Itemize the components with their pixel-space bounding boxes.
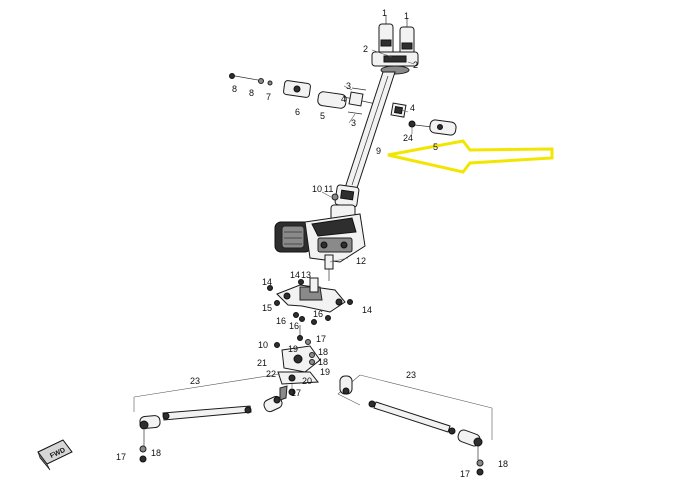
tie-rod-right	[337, 374, 493, 476]
mounting-bracket	[267, 277, 353, 325]
callout-2a: 2	[363, 44, 368, 54]
lower-pivot-assembly	[274, 325, 321, 396]
callout-11: 11	[324, 184, 333, 194]
callout-15: 15	[262, 303, 272, 313]
callout-12: 12	[356, 256, 366, 266]
callout-20: 20	[302, 376, 312, 386]
callout-9: 9	[376, 146, 381, 156]
callout-3b: 3	[351, 118, 356, 128]
callout-17c: 17	[116, 452, 126, 462]
callout-13: 13	[301, 270, 311, 280]
callout-16c: 16	[313, 309, 323, 319]
highlight-arrow	[387, 139, 554, 174]
callout-1b: 1	[404, 11, 409, 21]
callout-16b: 16	[289, 321, 299, 331]
callout-3a: 3	[346, 81, 351, 91]
tie-rod-left	[133, 373, 288, 463]
callout-10b: 10	[258, 340, 268, 350]
callout-5b: 5	[433, 142, 438, 152]
callout-22: 22	[266, 369, 276, 379]
callout-7: 7	[266, 92, 271, 102]
callout-14a: 14	[262, 277, 272, 287]
steering-shaft	[330, 71, 396, 222]
callout-4a: 4	[341, 94, 346, 104]
callout-17b: 17	[291, 388, 301, 398]
callout-18d: 18	[498, 459, 508, 469]
callout-19a: 19	[288, 344, 298, 354]
callout-6: 6	[295, 107, 300, 117]
callout-17a: 17	[316, 334, 326, 344]
callout-23b: 23	[406, 370, 416, 380]
callout-18b: 18	[318, 357, 328, 367]
callout-17d: 17	[460, 469, 470, 479]
callout-2b: 2	[413, 60, 418, 70]
callout-21: 21	[257, 358, 267, 368]
upper-right-parts	[390, 102, 457, 136]
fwd-badge: FWD	[37, 439, 73, 471]
callout-8a: 8	[232, 84, 237, 94]
upper-left-parts	[229, 73, 377, 115]
callout-19b: 19	[320, 367, 330, 377]
upper-shaft-assembly	[371, 15, 419, 75]
callout-18c: 18	[151, 448, 161, 458]
callout-10a: 10	[312, 184, 322, 194]
callout-14c: 14	[362, 305, 372, 315]
callout-8b: 8	[249, 88, 254, 98]
callout-labels: 1 1 2 2 8 8 7 6 5 3 4 3 4 24 5 9 10 11 1…	[116, 8, 508, 479]
eps-unit	[274, 213, 366, 281]
callout-18a: 18	[318, 347, 328, 357]
callout-5a: 5	[320, 111, 325, 121]
callout-16a: 16	[276, 316, 286, 326]
leader-lines	[321, 49, 415, 263]
callout-23a: 23	[190, 376, 200, 386]
callout-4b: 4	[410, 103, 415, 113]
callout-14b: 14	[290, 270, 300, 280]
callout-24: 24	[403, 133, 413, 143]
callout-1a: 1	[382, 8, 387, 18]
